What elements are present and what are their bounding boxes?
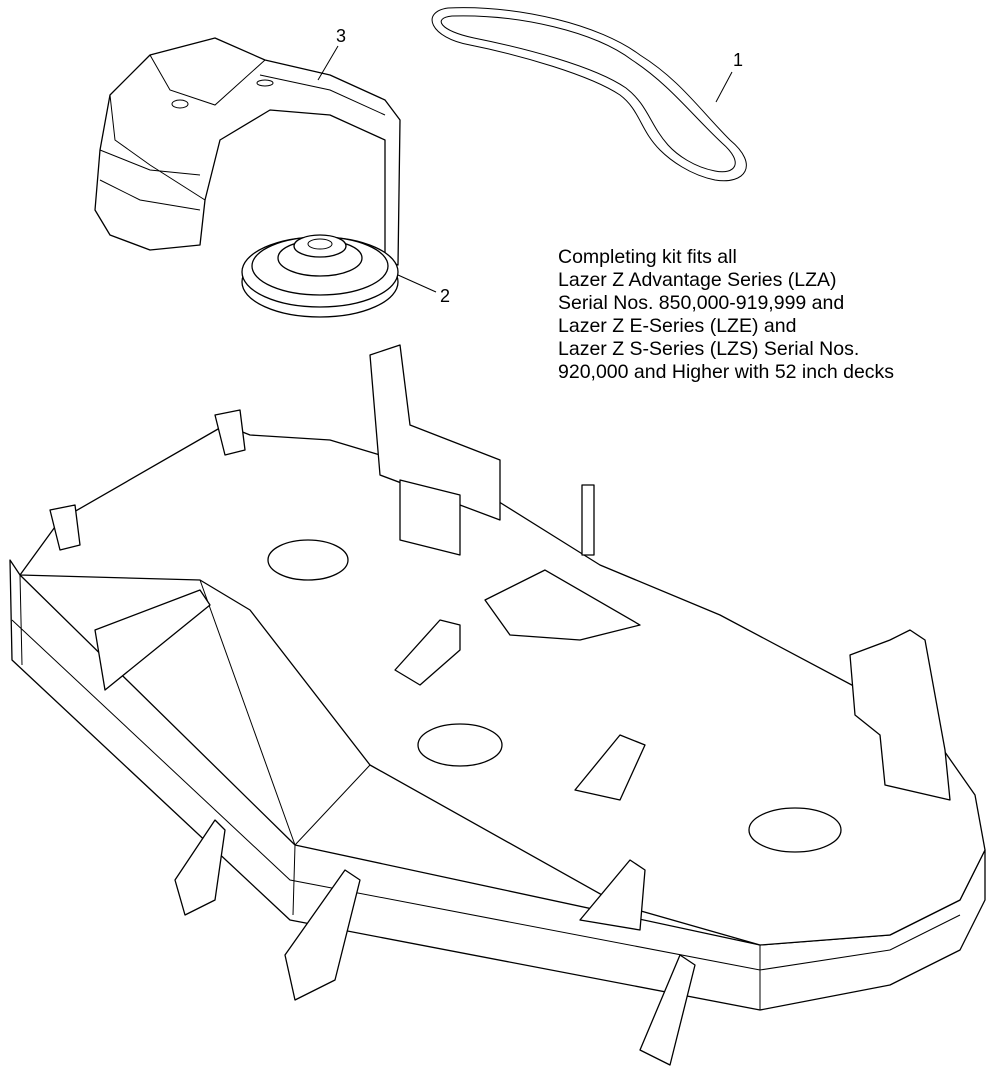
callout-3: 3 — [336, 26, 347, 46]
note-line: 920,000 and Higher with 52 inch decks — [558, 361, 895, 383]
belt-drawing — [431, 7, 747, 182]
callout-leader-1 — [715, 71, 733, 103]
callout-leader-2 — [397, 274, 437, 293]
belt-shield-drawing — [94, 37, 401, 266]
callout-1: 1 — [733, 50, 744, 70]
mower-deck-drawing — [9, 344, 986, 1066]
note-line: Lazer Z E-Series (LZE) and — [558, 315, 797, 337]
callout-leader-3 — [317, 45, 339, 81]
note-line: Lazer Z Advantage Series (LZA) — [558, 269, 837, 291]
pulley-drawing — [241, 234, 437, 318]
note-line: Serial Nos. 850,000-919,999 and — [558, 292, 845, 314]
note-line: Lazer Z S-Series (LZS) Serial Nos. — [558, 338, 860, 360]
compatibility-note: Completing kit fits all Lazer Z Advantag… — [558, 246, 894, 384]
note-line: Completing kit fits all — [558, 246, 737, 268]
callout-2: 2 — [440, 286, 451, 306]
